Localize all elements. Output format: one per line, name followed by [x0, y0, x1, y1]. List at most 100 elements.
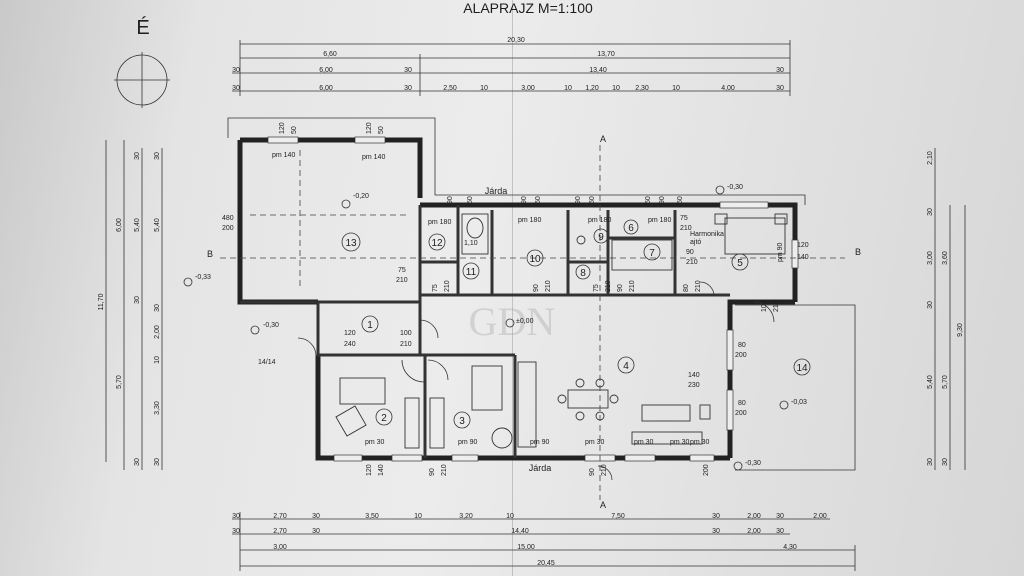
paper-fold-line [512, 0, 513, 576]
bot-dim-r1-5: 10 [414, 513, 422, 520]
svg-text:210: 210 [695, 280, 702, 292]
svg-text:240: 240 [344, 341, 356, 348]
svg-text:60: 60 [467, 196, 474, 204]
room-14-number: 14 [796, 363, 808, 374]
left-dim-2: 6,00 [116, 218, 123, 232]
svg-text:210: 210 [680, 225, 692, 232]
svg-text:pm 90: pm 90 [530, 439, 550, 446]
interior-walls [316, 205, 730, 458]
section-a-top: A [600, 134, 606, 144]
svg-text:140: 140 [688, 372, 700, 379]
room-1-number: 1 [367, 320, 373, 331]
svg-text:pm 180: pm 180 [428, 219, 451, 226]
top-dim-r3-d: 13,40 [589, 67, 607, 74]
right-dim-9: 30 [927, 458, 934, 466]
top-dim-r3-e: 30 [776, 67, 784, 74]
bot-dim-r1-2: 2,70 [273, 513, 287, 520]
right-dim-6: 9,30 [957, 323, 964, 337]
room-2-number: 2 [381, 413, 387, 424]
room-5-number: 5 [737, 258, 743, 269]
svg-text:480: 480 [222, 215, 234, 222]
bot-dim-r3-2: 15,00 [517, 544, 535, 551]
svg-text:210: 210 [601, 464, 608, 476]
svg-text:210: 210 [441, 464, 448, 476]
svg-text:140: 140 [378, 464, 385, 476]
svg-text:210: 210 [396, 277, 408, 284]
section-b-right: B [855, 247, 861, 257]
room-12-number: 12 [431, 238, 443, 249]
walkway-label-bottom: Járda [529, 463, 552, 473]
svg-text:75: 75 [398, 267, 406, 274]
room-9-number: 9 [598, 232, 604, 243]
svg-text:90: 90 [521, 196, 528, 204]
svg-text:1,10: 1,10 [464, 240, 478, 247]
top-dim-r4-2: 6,00 [319, 85, 333, 92]
svg-text:80: 80 [738, 400, 746, 407]
level-terrace: -0,03 [791, 399, 807, 406]
bot-dim-r1-1: 30 [232, 513, 240, 520]
svg-text:90: 90 [533, 284, 540, 292]
right-dim-3: 3,00 [927, 251, 934, 265]
room-6-number: 6 [628, 223, 634, 234]
svg-text:90: 90 [686, 249, 694, 256]
section-lines [220, 145, 845, 500]
top-dim-r4-6: 3,00 [521, 85, 535, 92]
right-dim-4: 3,60 [942, 251, 949, 265]
door-note-2: ajtó [690, 239, 701, 246]
svg-text:120: 120 [797, 242, 809, 249]
svg-text:50: 50 [291, 126, 298, 134]
bot-dim-r1-7: 10 [506, 513, 514, 520]
svg-text:200: 200 [703, 464, 710, 476]
room-13-number: 13 [345, 238, 357, 249]
level-marker-icons [183, 185, 789, 471]
svg-text:75: 75 [680, 215, 688, 222]
bot-dim-r2-5: 30 [712, 528, 720, 535]
drawing-title: ALAPRAJZ M=1:100 [463, 0, 593, 16]
svg-text:pm 180: pm 180 [648, 217, 671, 224]
room-3-number: 3 [459, 416, 465, 427]
svg-text:200: 200 [222, 225, 234, 232]
opening-labels: 120 50 120 50 pm 140 pm 140 480 200 75 2… [222, 122, 809, 476]
svg-text:210: 210 [444, 280, 451, 292]
right-dim-10: 30 [942, 458, 949, 466]
terrace-outlines [227, 117, 856, 471]
bot-dim-total: 20,45 [537, 560, 555, 567]
room-circles [341, 219, 811, 429]
svg-text:60: 60 [677, 196, 684, 204]
svg-text:90: 90 [589, 468, 596, 476]
furniture [335, 213, 788, 449]
bot-dim-r1-12: 2,00 [813, 513, 827, 520]
bot-dim-r2-2: 2,70 [273, 528, 287, 535]
bot-dim-r2-4: 14,40 [511, 528, 529, 535]
left-dim-7: 5,40 [154, 218, 161, 232]
svg-text:120: 120 [344, 330, 356, 337]
watermark-text: GDN [469, 299, 556, 344]
level-left: -0,33 [195, 274, 211, 281]
top-dim-r3-b: 6,00 [319, 67, 333, 74]
bot-dim-r1-6: 3,20 [459, 513, 473, 520]
left-dim-8: 2,00 [154, 325, 161, 339]
svg-text:pm 30: pm 30 [690, 439, 710, 446]
top-dim-r3-c: 30 [404, 67, 412, 74]
svg-text:90: 90 [659, 196, 666, 204]
level-bottom-walkway: -0,30 [745, 460, 761, 467]
section-b-left: B [207, 249, 213, 259]
svg-text:14/14: 14/14 [258, 359, 276, 366]
top-dim-r4-3: 30 [404, 85, 412, 92]
top-dim-left: 6,60 [323, 51, 337, 58]
bot-dim-r2-6: 2,00 [747, 528, 761, 535]
svg-text:75: 75 [593, 284, 600, 292]
level-top-walkway: -0,30 [727, 184, 743, 191]
bot-dim-r3-3: 4,30 [783, 544, 797, 551]
top-dim-r3-a: 30 [232, 67, 240, 74]
svg-text:pm 30: pm 30 [365, 439, 385, 446]
svg-text:230: 230 [688, 382, 700, 389]
svg-text:120: 120 [366, 464, 373, 476]
bot-dim-r2-7: 30 [776, 528, 784, 535]
right-dim-8: 5,70 [942, 375, 949, 389]
left-dim-1: 11,70 [98, 293, 105, 310]
left-dim-10: 10 [154, 356, 161, 364]
svg-text:pm 180: pm 180 [588, 217, 611, 224]
level-entrance: -0,30 [263, 322, 279, 329]
right-dim-2: 30 [927, 208, 934, 216]
